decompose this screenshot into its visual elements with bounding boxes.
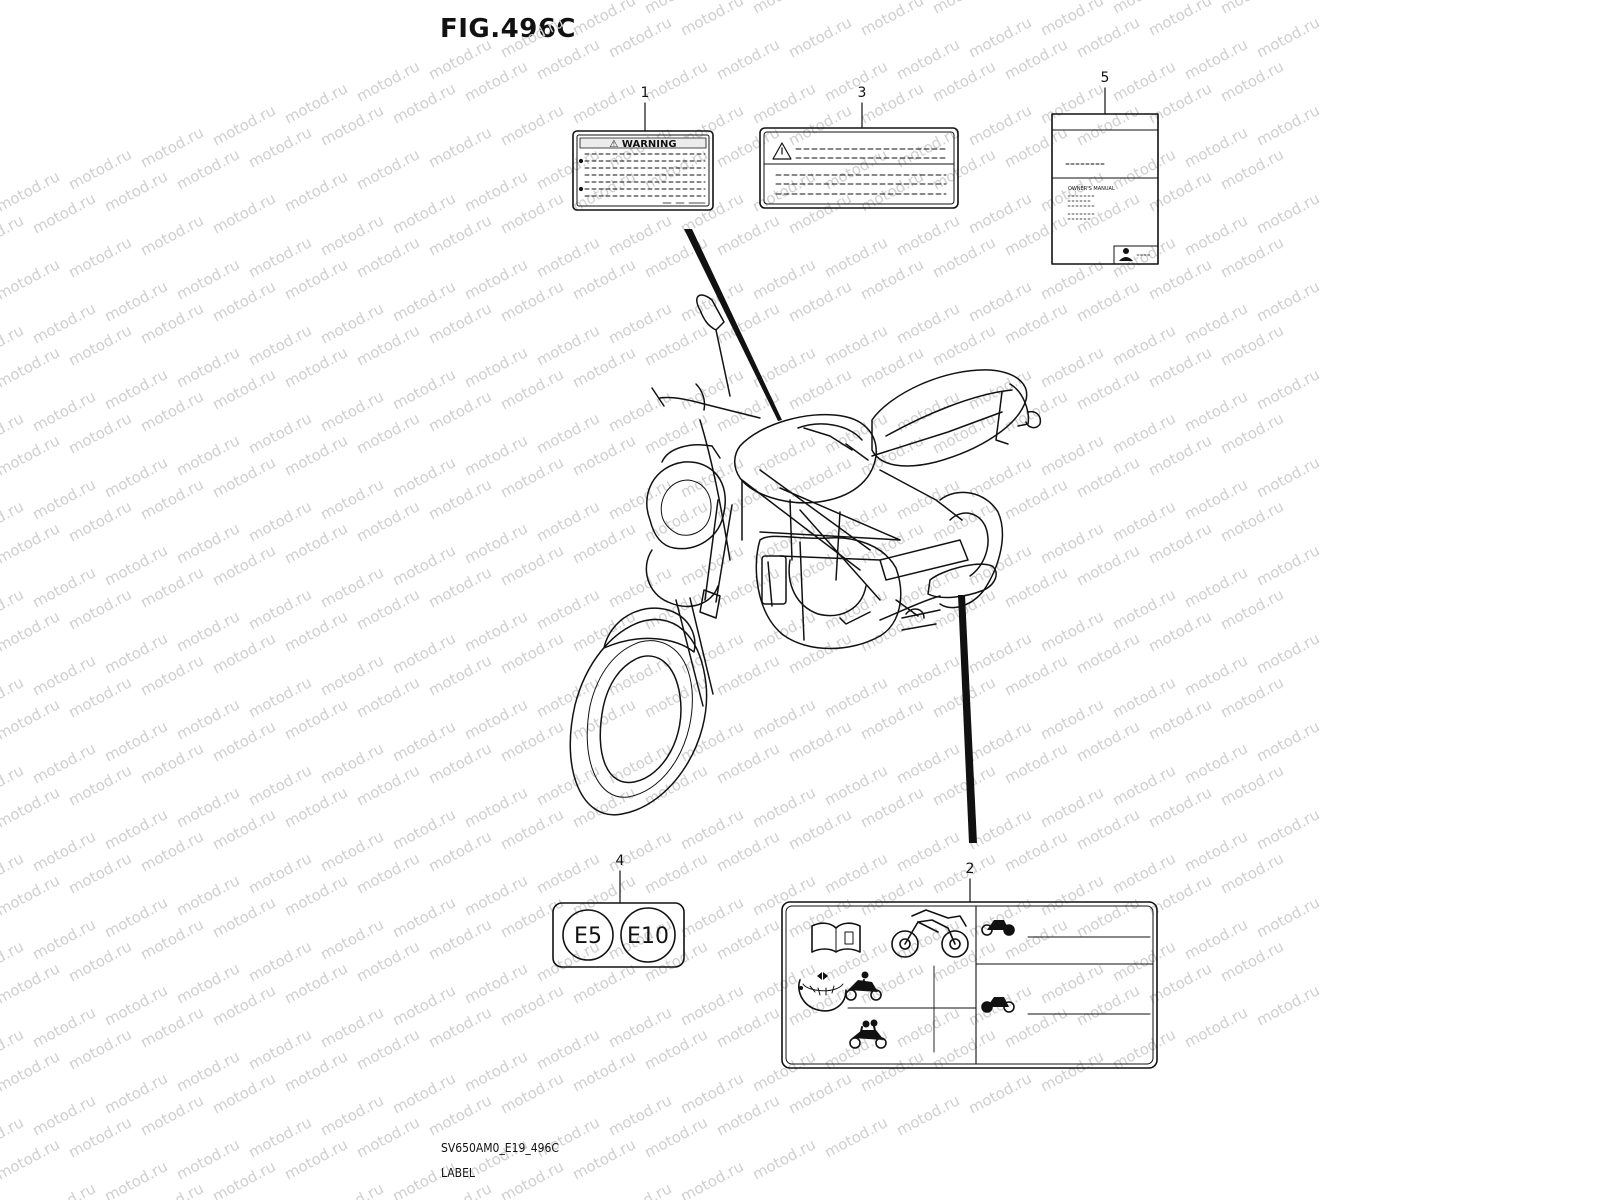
warning-header: ⚠ WARNING bbox=[609, 139, 676, 150]
figure-title: FIG.496C bbox=[440, 14, 577, 44]
manual-text: OWNER'S MANUAL bbox=[1068, 186, 1115, 192]
callout-2: 2 bbox=[966, 861, 975, 877]
e5-badge bbox=[562, 909, 614, 961]
person-icon bbox=[1119, 248, 1133, 261]
callout-1: 1 bbox=[641, 85, 650, 101]
figure-code: SV650AM0_E19_496C bbox=[441, 1141, 559, 1155]
leader-line-2 bbox=[958, 595, 977, 843]
tire-pressure-icon bbox=[798, 972, 847, 1012]
callout-5: 5 bbox=[1101, 70, 1110, 86]
manual-book-icon bbox=[811, 922, 861, 953]
warning-label: 1 ⚠ WARNING bbox=[572, 85, 714, 211]
e10-badge bbox=[620, 907, 676, 963]
emission-label: 4 E5 E10 bbox=[552, 853, 685, 968]
rider-icon bbox=[845, 971, 882, 1001]
callout-4: 4 bbox=[616, 853, 625, 869]
figure-caption: LABEL bbox=[441, 1166, 475, 1180]
front-tire-icon bbox=[981, 920, 1015, 936]
leader-line-1 bbox=[684, 229, 782, 421]
e5-text: E5 bbox=[574, 924, 602, 949]
warning-triangle-icon bbox=[772, 142, 792, 160]
rear-tire-icon bbox=[981, 997, 1015, 1013]
motorcycle-icon bbox=[891, 909, 969, 958]
motorcycle-outline bbox=[569, 294, 1042, 816]
caution-label: 3 bbox=[759, 85, 959, 209]
rider-passenger-icon bbox=[849, 1019, 887, 1049]
tire-info-label: 2 bbox=[781, 861, 1158, 1069]
e10-text: E10 bbox=[627, 924, 669, 949]
callout-3: 3 bbox=[858, 85, 867, 101]
manual-label: 5 OWNER'S MANUAL bbox=[1051, 70, 1159, 265]
